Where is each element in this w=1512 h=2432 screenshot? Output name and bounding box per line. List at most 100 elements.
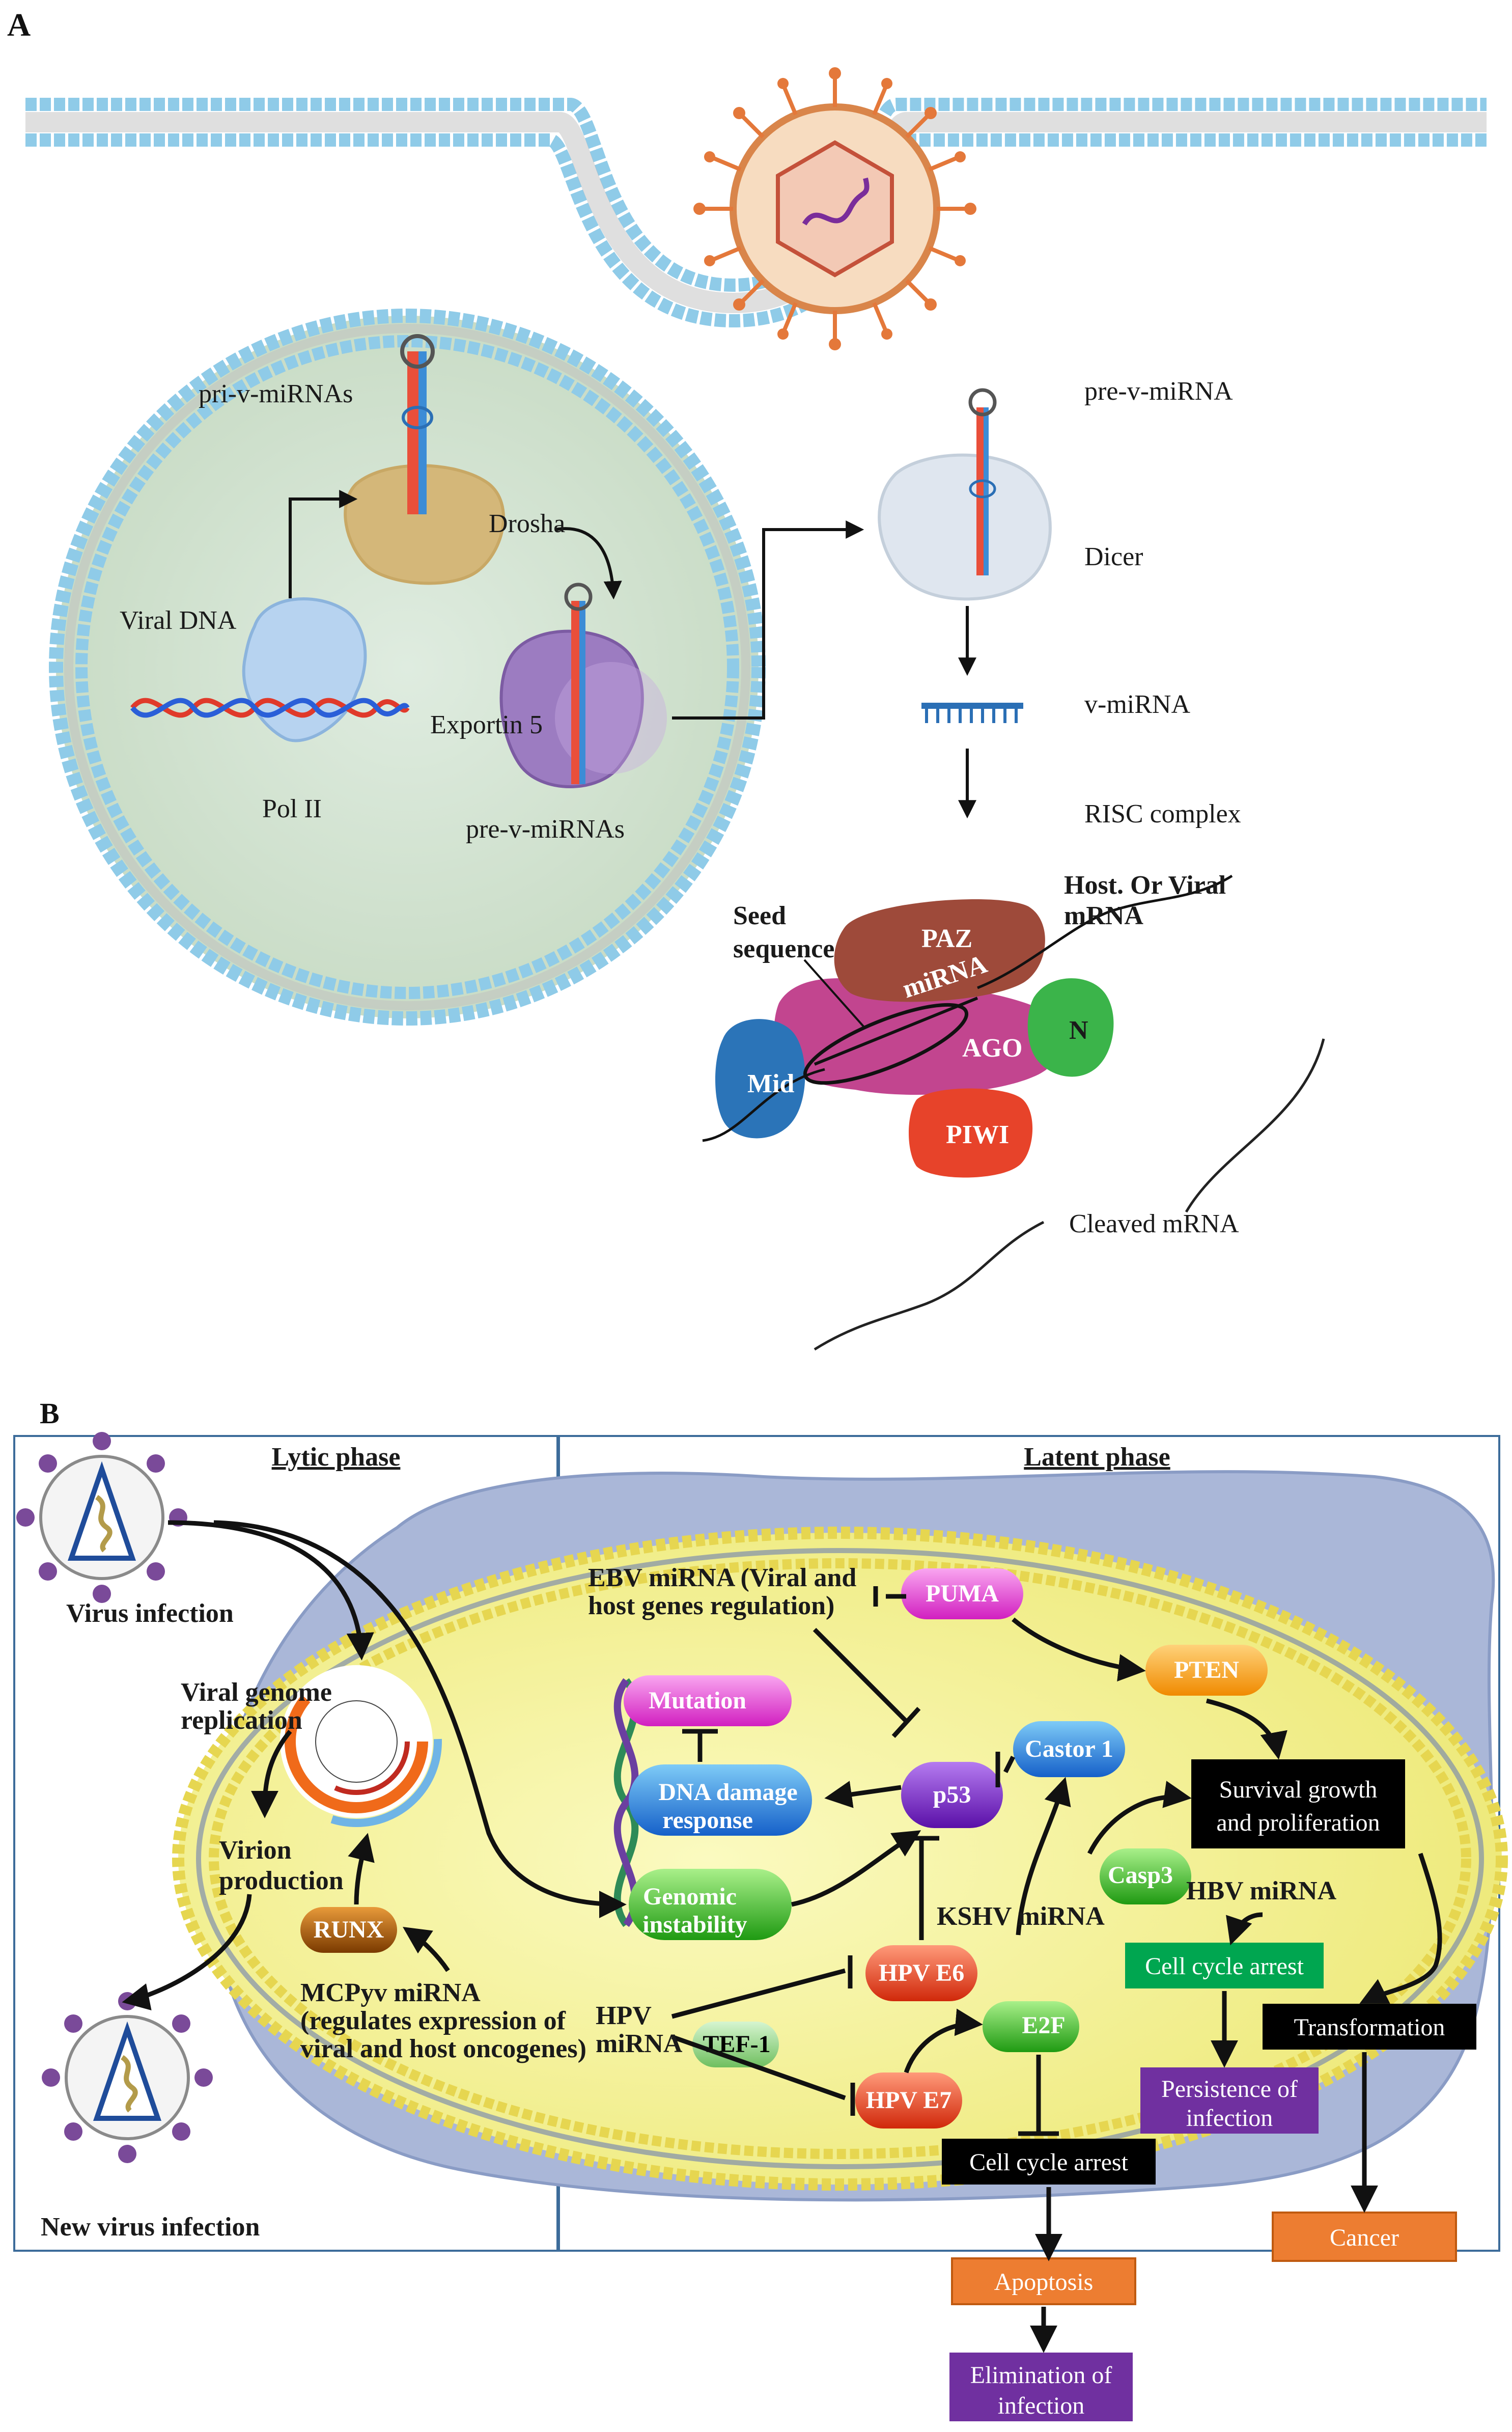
label-drosha: Drosha: [489, 509, 565, 538]
label-dna-damage-1: DNA damage: [658, 1779, 797, 1806]
box-apoptosis: Apoptosis: [951, 2257, 1136, 2305]
label-production: production: [219, 1866, 344, 1895]
label-cleaved-mrna: Cleaved mRNA: [1069, 1209, 1239, 1238]
label-host-or-viral: Host. Or Viral: [1064, 871, 1226, 900]
v-mirna-strand-icon: [921, 703, 1023, 723]
label-virus-infection: Virus infection: [66, 1599, 234, 1628]
new-virus-icon: [42, 1992, 213, 2163]
node-pten: PTEN: [1145, 1645, 1268, 1696]
node-runx: RUNX: [300, 1907, 397, 1953]
label-risc-complex: RISC complex: [1084, 799, 1241, 828]
box-persistence: Persistence of infection: [1140, 2067, 1319, 2134]
viral-dna-helix-icon: [130, 698, 410, 718]
label-genomic-2: instability: [642, 1911, 747, 1938]
label-ago: AGO: [962, 1034, 1022, 1063]
label-ebv-2: host genes regulation): [588, 1591, 834, 1620]
label-viral-dna: Viral DNA: [120, 606, 237, 635]
node-p53: p53: [901, 1762, 1003, 1828]
label-ebv-1: EBV miRNA (Viral and: [588, 1563, 856, 1592]
cleaved-mrna-lower: [814, 1221, 1045, 1351]
node-hpv-e7: HPV E7: [855, 2072, 962, 2129]
label-pre-v-mirnas: pre-v-miRNAs: [466, 815, 625, 844]
label-piwi: PIWI: [946, 1120, 1009, 1149]
label-v-mirna: v-miRNA: [1084, 690, 1190, 719]
label-exportin5: Exportin 5: [430, 710, 543, 739]
box-cell-cycle-arrest-black: Cell cycle arrest: [942, 2139, 1156, 2185]
label-mutation: Mutation: [649, 1687, 746, 1714]
pol2-protein-icon: [242, 597, 367, 742]
node-puma: PUMA: [901, 1568, 1023, 1619]
latent-phase-title: Latent phase: [1024, 1443, 1170, 1472]
label-hpv: HPV: [596, 2001, 652, 2030]
label-transformation: Transformation: [1294, 2014, 1445, 2041]
panel-b-letter: B: [40, 1397, 60, 1430]
label-genomic-1: Genomic: [643, 1883, 737, 1910]
node-castor1: Castor 1: [1013, 1721, 1125, 1777]
node-casp3: Casp3: [1100, 1848, 1191, 1904]
label-cancer: Cancer: [1330, 2224, 1399, 2251]
box-cell-cycle-arrest-green: Cell cycle arrest: [1125, 1943, 1324, 1988]
box-cancer: Cancer: [1272, 2212, 1457, 2262]
label-apoptosis: Apoptosis: [994, 2269, 1094, 2296]
label-new-virus-infection: New virus infection: [41, 2213, 260, 2242]
label-viral-genome: Viral genome: [181, 1678, 332, 1707]
label-runx: RUNX: [314, 1916, 384, 1943]
label-n: N: [1069, 1016, 1088, 1045]
label-p53: p53: [933, 1781, 971, 1808]
label-seed: Seed: [733, 901, 786, 930]
label-castor1: Castor 1: [1025, 1735, 1113, 1762]
label-hpv-mirna: miRNA: [596, 2029, 683, 2058]
label-paz: PAZ: [921, 924, 972, 953]
label-pten: PTEN: [1174, 1656, 1239, 1683]
cleaved-mrna-upper: [1185, 1038, 1325, 1213]
box-elimination: Elimination of infection: [949, 2353, 1133, 2421]
label-mcpyv-3: viral and host oncogenes): [300, 2034, 586, 2063]
arrow-dna-to-drosha: [289, 490, 358, 598]
node-e2f: E2F: [983, 2001, 1079, 2052]
lytic-phase-title: Lytic phase: [272, 1443, 401, 1472]
risc-complex-icon: [702, 874, 1233, 1178]
box-survival-growth: Survival growth and proliferation: [1191, 1759, 1405, 1848]
label-hpv-e6: HPV E6: [879, 1959, 964, 1986]
virus-infection-icon: [16, 1432, 187, 1603]
label-e2f: E2F: [1022, 2012, 1065, 2039]
label-casp3: Casp3: [1108, 1862, 1173, 1889]
label-pol2: Pol II: [262, 794, 322, 823]
label-mrna: mRNA: [1064, 901, 1143, 930]
label-sequence: sequence: [733, 934, 834, 963]
exportin5-protein-icon: [499, 583, 667, 788]
label-dna-damage-2: response: [662, 1807, 753, 1834]
node-mutation: Mutation: [624, 1675, 792, 1726]
label-mid: Mid: [747, 1069, 795, 1098]
node-genomic-instability: Genomic instability: [629, 1869, 792, 1940]
label-survival-2: and proliferation: [1216, 1809, 1380, 1836]
label-mcpyv-2: (regulates expression of: [300, 2006, 566, 2035]
node-hpv-e6: HPV E6: [865, 1945, 977, 2001]
panel-b-inhibitions: [671, 1586, 1059, 2136]
label-hpv-e7: HPV E7: [866, 2087, 951, 2114]
viral-genome-circle-icon: [271, 1656, 442, 1827]
label-virion: Virion: [219, 1836, 292, 1865]
box-transformation: Transformation: [1263, 2004, 1476, 2050]
label-hbv-mirna: HBV miRNA: [1186, 1876, 1337, 1905]
label-pre-v-mirna: pre-v-miRNA: [1084, 377, 1233, 406]
label-puma: PUMA: [926, 1580, 999, 1607]
label-cell-cycle-green: Cell cycle arrest: [1145, 1953, 1304, 1980]
label-elimination-2: infection: [998, 2392, 1085, 2419]
node-dna-damage: DNA damage response: [629, 1764, 812, 1836]
label-kshv-mirna: KSHV miRNA: [937, 1902, 1105, 1931]
label-persistence-1: Persistence of: [1161, 2076, 1298, 2103]
label-mcpyv-1: MCPyv miRNA: [300, 1978, 481, 2007]
virus-particle-icon: [693, 67, 976, 350]
label-survival-1: Survival growth: [1219, 1776, 1378, 1803]
label-persistence-2: infection: [1186, 2105, 1273, 2132]
label-elimination-1: Elimination of: [970, 2362, 1112, 2389]
label-cell-cycle-black: Cell cycle arrest: [969, 2149, 1129, 2176]
label-pri-v-mirnas: pri-v-miRNAs: [199, 379, 353, 408]
nucleus-cell: [49, 309, 766, 1026]
arrow-exportin-to-dicer: [672, 520, 864, 720]
panel-b-arrows: [122, 1520, 1442, 2353]
arrow-drosha-to-exportin: [554, 527, 622, 600]
panel-a-letter: A: [7, 7, 31, 43]
